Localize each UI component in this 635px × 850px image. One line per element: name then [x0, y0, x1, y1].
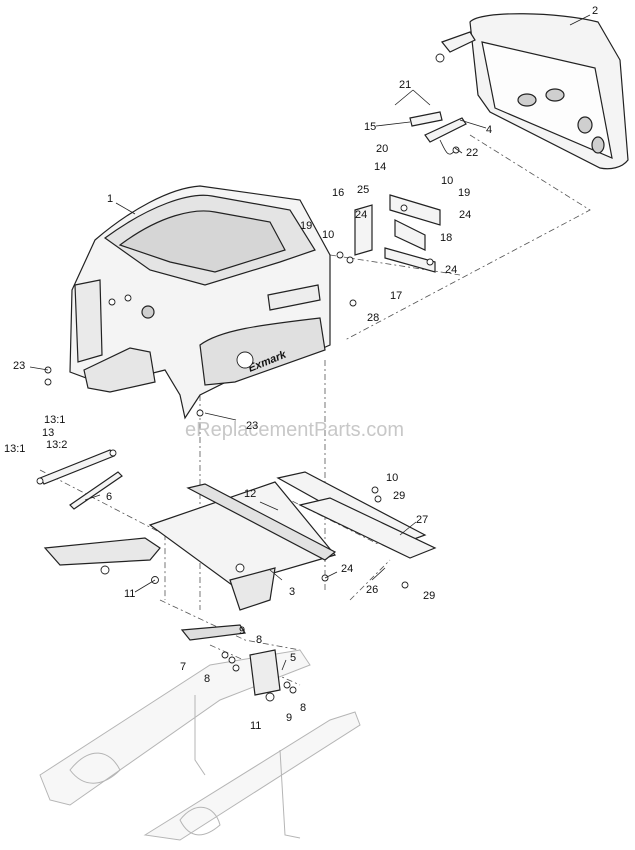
callout-18: 18 — [440, 232, 452, 244]
callout-15: 15 — [364, 121, 376, 133]
main-hood — [69, 185, 331, 420]
callout-13-1-left: 13:1 — [4, 443, 25, 455]
watermark-text: eReplacementParts.com — [185, 419, 404, 441]
callout-9a: 9 — [239, 625, 245, 637]
callout-7: 7 — [180, 661, 186, 673]
callout-8c: 8 — [300, 702, 306, 714]
callout-9b: 9 — [286, 712, 292, 724]
callout-24a: 24 — [459, 209, 471, 221]
callout-11b: 11 — [250, 720, 261, 732]
callout-28: 28 — [367, 312, 379, 324]
callout-29b: 29 — [423, 590, 435, 602]
callout-5: 5 — [290, 652, 296, 664]
callout-10a: 10 — [441, 175, 453, 187]
callout-24b: 24 — [355, 209, 367, 221]
callout-6: 6 — [106, 491, 112, 503]
callout-4: 4 — [486, 124, 492, 136]
callout-13-2: 13:2 — [46, 439, 67, 451]
logo-badge-icon — [236, 351, 254, 369]
callout-27: 27 — [416, 514, 428, 526]
callout-20: 20 — [376, 143, 388, 155]
support-rods — [36, 449, 123, 510]
assembly-alignment-lines — [39, 134, 591, 686]
callout-10c: 10 — [386, 472, 398, 484]
callout-8a: 8 — [256, 634, 262, 646]
gas-strut-assembly — [409, 111, 467, 155]
hardware-fasteners — [44, 299, 409, 702]
mounting-bracket-group — [336, 194, 441, 273]
rear-hood-panel — [435, 13, 629, 170]
callout-8b: 8 — [204, 673, 210, 685]
callout-24c: 24 — [445, 264, 457, 276]
floor-pan-assembly — [43, 481, 337, 641]
callout-24d: 24 — [341, 563, 353, 575]
callout-22: 22 — [466, 147, 478, 159]
callout-1: 1 — [107, 193, 113, 205]
callout-3: 3 — [289, 586, 295, 598]
callout-19b: 19 — [300, 220, 312, 232]
callout-labels: 1 2 3 4 5 6 7 8 8 8 9 9 10 10 10 11 11 1… — [4, 5, 598, 732]
callout-13: 13 — [42, 427, 54, 439]
callout-10b: 10 — [322, 229, 334, 241]
callout-23a: 23 — [13, 360, 25, 372]
callout-29a: 29 — [393, 490, 405, 502]
side-rails — [276, 471, 437, 559]
callout-26: 26 — [366, 584, 378, 596]
lower-chassis-frame — [39, 649, 361, 841]
callout-25: 25 — [357, 184, 369, 196]
callout-23b: 23 — [246, 420, 258, 432]
callout-21: 21 — [399, 79, 411, 91]
callout-17: 17 — [390, 290, 402, 302]
callout-16: 16 — [332, 187, 344, 199]
callout-11a: 11 — [124, 588, 135, 600]
callout-leader-lines — [29, 14, 591, 671]
callout-14: 14 — [374, 161, 386, 173]
callout-13-1-top: 13:1 — [44, 414, 65, 426]
callout-2: 2 — [592, 5, 598, 17]
callout-19a: 19 — [458, 187, 470, 199]
callout-12: 12 — [244, 488, 256, 500]
